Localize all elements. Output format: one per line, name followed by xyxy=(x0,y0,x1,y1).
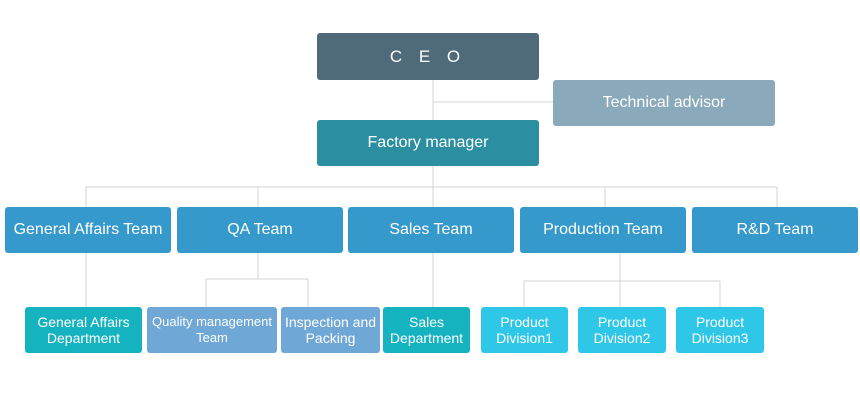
team-sales-label: Sales Team xyxy=(389,221,473,238)
technical-advisor-node: Technical advisor xyxy=(553,80,775,126)
product-division1-node: Product Division1 xyxy=(481,307,568,353)
team-sales-node: Sales Team xyxy=(348,207,514,253)
team-rd-node: R&D Team xyxy=(692,207,858,253)
department-label-line2: Division3 xyxy=(691,330,749,346)
sales-department-node: Sales Department xyxy=(383,307,470,353)
team-production-label: Production Team xyxy=(543,221,663,238)
inspection-packing-node: Inspection and Packing xyxy=(281,307,380,353)
product-division2-node: Product Division2 xyxy=(578,307,666,353)
department-label-line2: Packing xyxy=(305,330,356,346)
technical-advisor-label: Technical advisor xyxy=(602,94,726,111)
factory-manager-node: Factory manager xyxy=(317,120,539,166)
department-label-line1: General Affairs xyxy=(37,314,130,330)
department-label-line1: Quality management xyxy=(152,314,272,329)
factory-manager-label: Factory manager xyxy=(367,134,489,151)
department-label-line2: Department xyxy=(46,330,121,346)
department-label-line2: Department xyxy=(389,330,464,346)
department-label-line2: Team xyxy=(196,330,228,345)
team-qa-label: QA Team xyxy=(227,221,293,238)
ceo-node: C E O xyxy=(317,33,539,80)
team-production-node: Production Team xyxy=(520,207,686,253)
department-label-line1: Product xyxy=(500,314,549,330)
team-general-affairs-node: General Affairs Team xyxy=(5,207,171,253)
department-label-line1: Product xyxy=(597,314,647,330)
team-general-affairs-label: General Affairs Team xyxy=(13,221,163,238)
department-label-line2: Division1 xyxy=(496,330,553,346)
team-qa-node: QA Team xyxy=(177,207,343,253)
department-label-line1: Sales xyxy=(408,314,445,330)
department-label-line1: Product xyxy=(695,314,745,330)
general-affairs-department-node: General Affairs Department xyxy=(25,307,142,353)
quality-management-team-node: Quality management Team xyxy=(147,307,277,353)
team-rd-label: R&D Team xyxy=(736,221,814,238)
product-division3-node: Product Division3 xyxy=(676,307,764,353)
department-label-line1: Inspection and xyxy=(284,314,377,330)
department-label-line2: Division2 xyxy=(593,330,651,346)
ceo-label: C E O xyxy=(389,46,467,66)
